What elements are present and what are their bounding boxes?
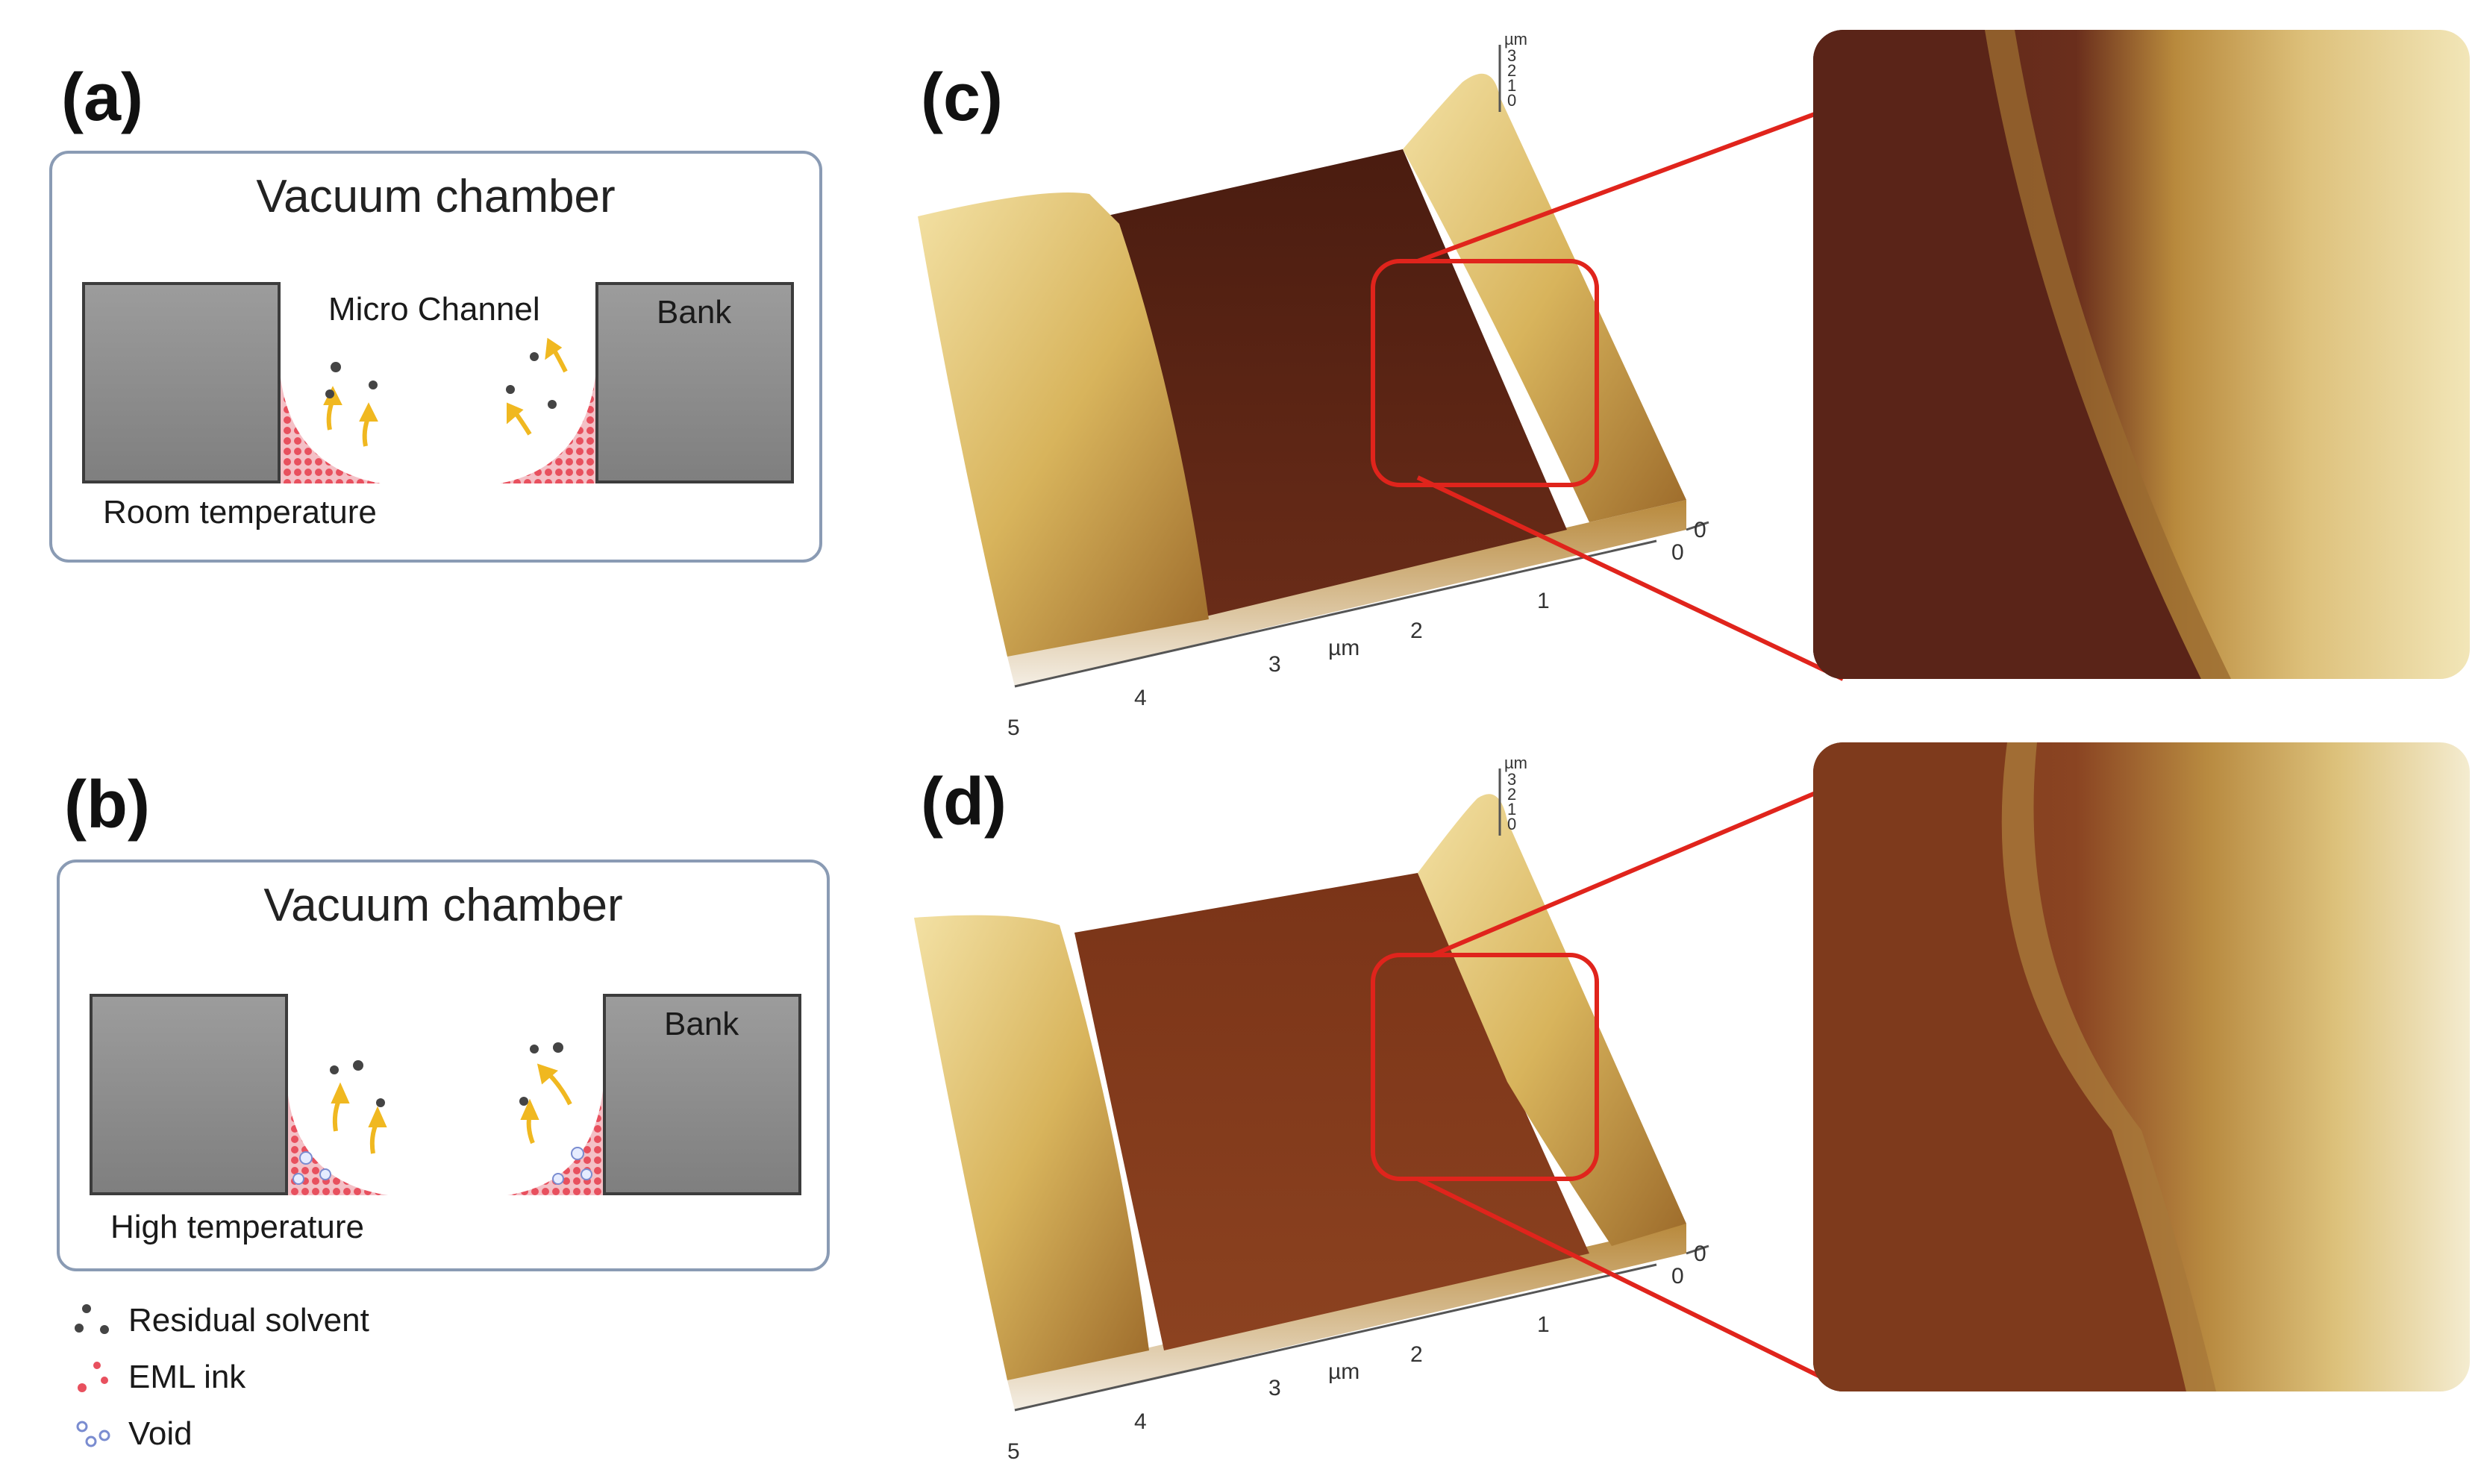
legend-void: Void bbox=[72, 1412, 193, 1456]
panel-label-d: (d) bbox=[921, 765, 1007, 839]
bank-label-b: Bank bbox=[664, 1006, 739, 1042]
vacuum-chamber-a: Vacuum chamber Bank Micro Channel Room t… bbox=[49, 151, 822, 563]
x-tick: 4 bbox=[1134, 1409, 1147, 1434]
z-tick: 0 bbox=[1507, 815, 1516, 833]
evaporation-arrows-b bbox=[331, 1063, 572, 1154]
condition-label-a: Room temperature bbox=[103, 494, 377, 530]
left-bank-b bbox=[90, 994, 288, 1195]
x-tick: 1 bbox=[1537, 1312, 1550, 1337]
panel-label-c: (c) bbox=[921, 60, 1003, 135]
z-axis-unit: µm bbox=[1504, 754, 1527, 772]
legend-label: Residual solvent bbox=[128, 1302, 369, 1339]
afm-3d-plot-d: 5 4 3 2 1 0 µm 0 µm 3 2 1 0 bbox=[914, 754, 1709, 1464]
x-tick: 2 bbox=[1410, 619, 1423, 643]
afm-left-ridge bbox=[914, 915, 1149, 1380]
x-tick: 0 bbox=[1671, 540, 1684, 565]
z-tick: 2 bbox=[1507, 785, 1516, 804]
eml-ink-left-a bbox=[281, 378, 381, 483]
x-tick: 5 bbox=[1007, 716, 1020, 740]
void-icon bbox=[76, 1421, 110, 1447]
eml-ink-right-b bbox=[507, 1091, 603, 1195]
zoom-inset-d bbox=[1813, 742, 2470, 1391]
afm-front-face bbox=[1007, 1224, 1686, 1410]
eml-ink-left-b bbox=[288, 1095, 388, 1195]
right-bank-a: Bank bbox=[595, 282, 794, 483]
afm-axes bbox=[1014, 45, 1709, 688]
x-tick: 3 bbox=[1268, 652, 1281, 677]
x-axis-unit: µm bbox=[1328, 1359, 1360, 1384]
afm-x-ticks: 5 4 3 2 1 0 µm 0 bbox=[1007, 1242, 1706, 1464]
solvent-dots-b bbox=[330, 1042, 563, 1107]
zoom-selection-box-d bbox=[1371, 953, 1599, 1181]
afm-left-ridge bbox=[918, 192, 1209, 657]
left-bank-a bbox=[82, 282, 281, 483]
legend-eml-ink: EML ink bbox=[72, 1355, 245, 1400]
y-tick: 0 bbox=[1694, 518, 1706, 542]
legend-residual-solvent: Residual solvent bbox=[72, 1298, 369, 1343]
solvent-dots-a bbox=[325, 352, 557, 409]
z-tick: 3 bbox=[1507, 770, 1516, 789]
evaporation-arrows-a bbox=[323, 337, 568, 447]
zoom-image-d bbox=[1813, 742, 2470, 1391]
eml-ink-icon bbox=[78, 1362, 108, 1392]
ink-illustration-a bbox=[281, 337, 595, 483]
z-tick: 1 bbox=[1507, 800, 1516, 818]
x-tick: 3 bbox=[1268, 1376, 1281, 1400]
panel-label-b: (b) bbox=[64, 768, 150, 842]
z-tick: 1 bbox=[1507, 76, 1516, 95]
afm-front-face bbox=[1007, 500, 1686, 686]
z-tick: 2 bbox=[1507, 61, 1516, 80]
chamber-title-a: Vacuum chamber bbox=[256, 171, 616, 222]
x-tick: 4 bbox=[1134, 686, 1147, 710]
micro-channel-label: Micro Channel bbox=[328, 291, 540, 328]
ink-illustration-b bbox=[288, 1042, 603, 1195]
afm-z-ticks: µm 3 2 1 0 bbox=[1504, 30, 1527, 110]
y-tick: 0 bbox=[1694, 1242, 1706, 1266]
afm-x-ticks: 5 4 3 2 1 0 µm 0 bbox=[1007, 518, 1706, 740]
bank-label-a: Bank bbox=[657, 294, 732, 331]
legend-label: EML ink bbox=[128, 1359, 246, 1395]
afm-right-ridge bbox=[1403, 73, 1686, 522]
condition-label-b: High temperature bbox=[110, 1209, 364, 1245]
right-bank-b: Bank bbox=[603, 994, 801, 1195]
x-tick: 0 bbox=[1671, 1264, 1684, 1289]
afm-axes bbox=[1014, 768, 1709, 1412]
eml-ink-right-a bbox=[500, 376, 595, 483]
vacuum-chamber-b: Vacuum chamber Bank High temperature bbox=[57, 860, 830, 1271]
x-tick: 1 bbox=[1537, 589, 1550, 613]
residual-solvent-icon bbox=[75, 1304, 109, 1334]
z-tick: 3 bbox=[1507, 46, 1516, 65]
void-circles-b bbox=[292, 1147, 592, 1185]
afm-trench-floor bbox=[1074, 873, 1589, 1350]
legend-label: Void bbox=[128, 1415, 193, 1452]
x-tick: 5 bbox=[1007, 1439, 1020, 1464]
chamber-title-b: Vacuum chamber bbox=[263, 880, 623, 931]
afm-right-ridge bbox=[1418, 794, 1686, 1246]
zoom-selection-box-c bbox=[1371, 259, 1599, 487]
x-tick: 2 bbox=[1410, 1342, 1423, 1367]
afm-3d-plot-c: 5 4 3 2 1 0 µm 0 µm 3 2 1 0 bbox=[918, 30, 1709, 740]
zoom-image-c bbox=[1813, 30, 2470, 679]
x-axis-unit: µm bbox=[1328, 636, 1360, 660]
afm-trench-floor bbox=[1104, 149, 1567, 619]
z-axis-unit: µm bbox=[1504, 30, 1527, 48]
panel-label-a: (a) bbox=[61, 60, 143, 135]
afm-z-ticks: µm 3 2 1 0 bbox=[1504, 754, 1527, 833]
zoom-inset-c bbox=[1813, 30, 2470, 679]
z-tick: 0 bbox=[1507, 91, 1516, 110]
